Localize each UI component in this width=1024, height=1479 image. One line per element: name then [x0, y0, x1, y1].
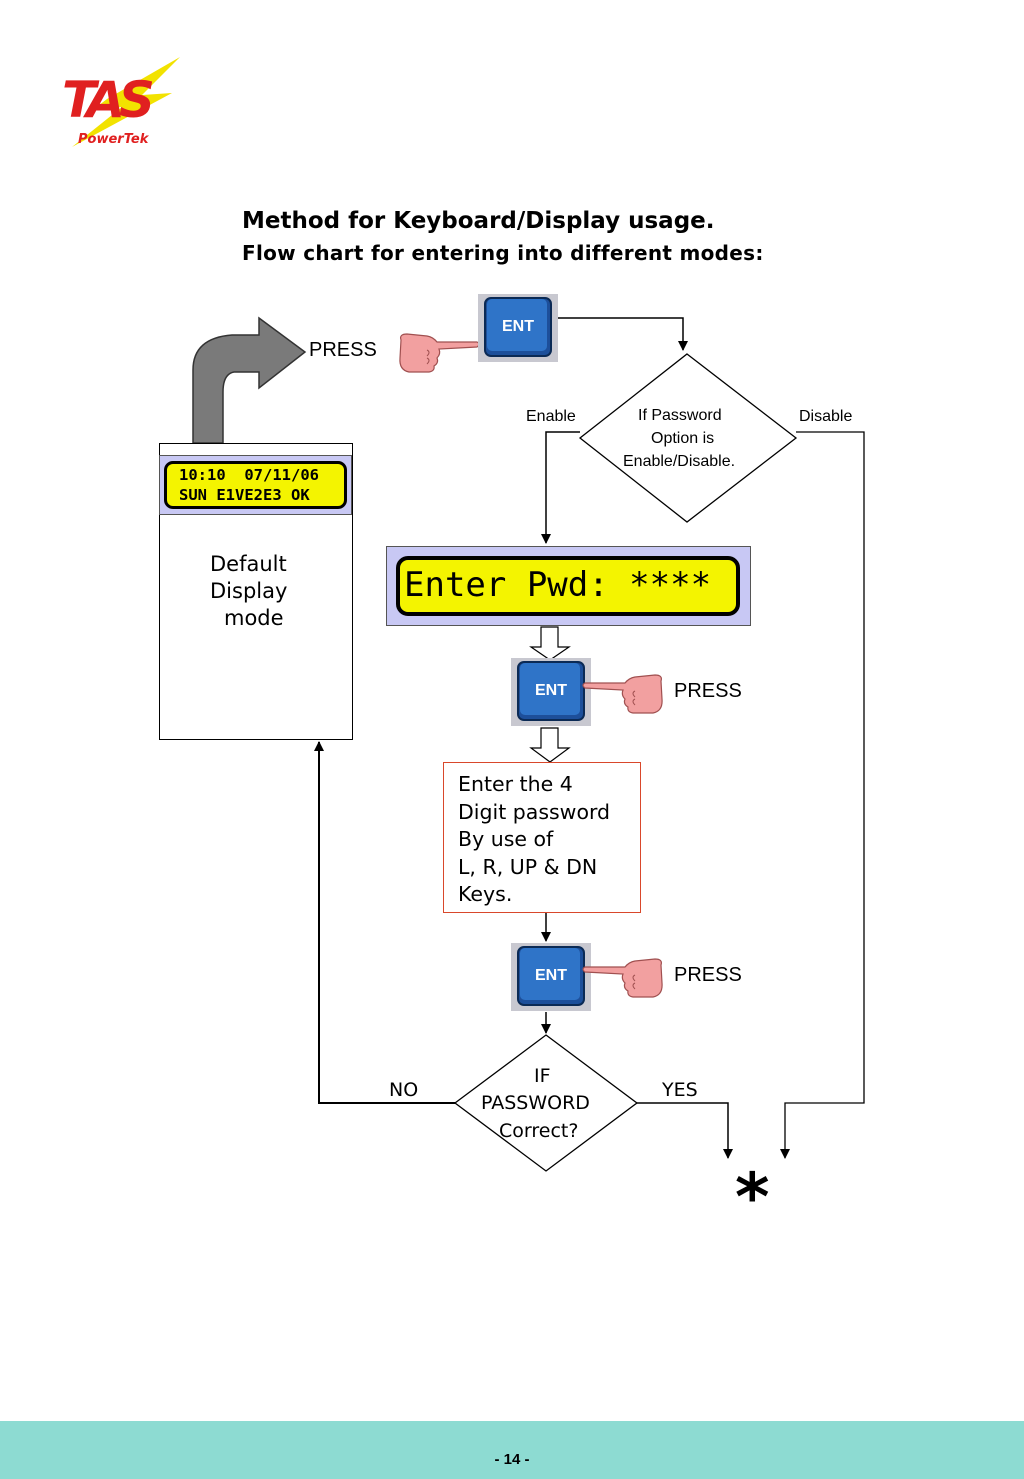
page-number: - 14 - — [494, 1451, 530, 1468]
yes-label: YES — [662, 1079, 698, 1101]
lcd-line-2: SUN E1VE2E3 OK — [179, 486, 310, 504]
lcd-line-1: 10:10 07/11/06 — [179, 466, 319, 484]
connector-yes — [637, 1102, 733, 1159]
instruction-line-2: Digit password — [458, 799, 611, 824]
ent-key-bottom[interactable]: ENT — [511, 943, 591, 1011]
decision-line-2: PASSWORD — [481, 1092, 590, 1114]
disable-label: Disable — [799, 408, 853, 425]
press-label-bottom: PRESS — [674, 964, 742, 986]
check-line-2: Option is — [651, 430, 715, 447]
caption-line-1: Default — [210, 552, 287, 576]
ent-key-label: ENT — [535, 682, 567, 699]
page-subtitle: Flow chart for entering into different m… — [242, 241, 764, 265]
check-line-3: Enable/Disable. — [623, 453, 736, 470]
ent-key-label: ENT — [535, 967, 567, 984]
logo-tagline: PowerTek — [78, 132, 150, 147]
check-line-1: If Password — [638, 407, 722, 424]
instruction-box: Enter the 4 Digit password By use of L, … — [443, 762, 641, 913]
enable-label: Enable — [526, 408, 576, 425]
instruction-line-5: Keys. — [458, 882, 513, 906]
instruction-line-3: By use of — [458, 827, 554, 851]
hollow-down-arrow-icon — [529, 727, 571, 763]
decision-line-3: Correct? — [499, 1120, 579, 1142]
footer-band — [0, 1421, 1024, 1479]
pointing-hand-icon — [580, 671, 665, 717]
connector-enable — [541, 431, 580, 544]
hollow-down-arrow-icon — [529, 626, 571, 661]
pointing-hand-icon — [580, 955, 665, 1001]
caption-line-2: Display — [210, 579, 288, 603]
connector-disable — [780, 431, 865, 1159]
password-option-diamond — [578, 353, 798, 523]
instruction-line-4: L, R, UP & DN — [458, 854, 598, 879]
password-lcd-screen: Enter Pwd: **** — [396, 556, 740, 616]
default-lcd-screen: 10:10 07/11/06 SUN E1VE2E3 OK — [164, 461, 347, 509]
page-title: Method for Keyboard/Display usage. — [242, 208, 715, 234]
logo-wordmark: TAS — [62, 71, 153, 129]
connector-ent-to-check — [556, 317, 688, 351]
connector-no — [314, 741, 455, 1104]
ent-key-label: ENT — [502, 318, 534, 335]
default-display-caption: Default Display mode — [160, 551, 352, 632]
ent-key-middle[interactable]: ENT — [511, 658, 591, 726]
password-correct-diamond — [453, 1034, 639, 1172]
curved-arrow-icon — [192, 316, 307, 444]
decision-line-1: IF — [534, 1065, 551, 1087]
press-label-middle: PRESS — [674, 680, 742, 702]
instruction-line-1: Enter the 4 — [458, 772, 573, 796]
ent-key-top[interactable]: ENT — [478, 294, 558, 362]
pointing-hand-icon — [397, 330, 482, 376]
tas-powertek-logo: TAS PowerTek — [52, 55, 192, 155]
lightning-bolt-icon — [72, 57, 180, 147]
no-label: NO — [389, 1079, 419, 1101]
press-label-top: PRESS — [309, 339, 377, 361]
caption-line-3: mode — [224, 606, 284, 630]
terminator-asterisk: * — [735, 1159, 770, 1236]
